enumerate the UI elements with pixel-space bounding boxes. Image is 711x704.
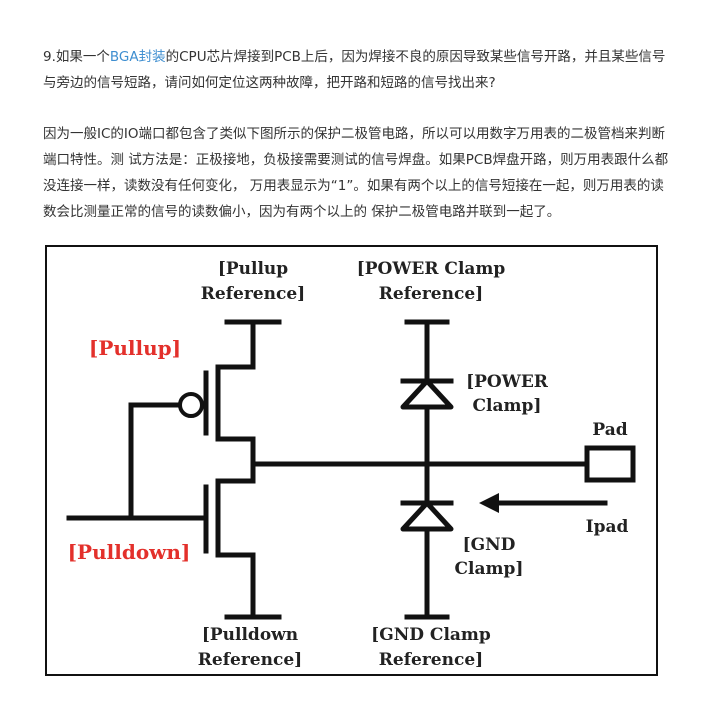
pad-label: Pad (592, 420, 627, 440)
ipad-label: Ipad (586, 517, 629, 537)
circuit-diagram: [Pullup Reference] [POWER Clamp Referenc… (66, 259, 636, 670)
question-paragraph: 9.如果一个BGA封装的CPU芯片焊接到PCB上后，因为焊接不良的原因导致某些信… (43, 44, 673, 96)
gnd-clamp-reference-label-line1: [GND Clamp (371, 625, 491, 645)
pulldown-label: [Pulldown] (68, 540, 191, 564)
power-clamp-label-line1: [POWER (466, 372, 549, 392)
answer-paragraph: 因为一般IC的IO端口都包含了类似下图所示的保护二极管电路，所以可以用数字万用表… (43, 126, 669, 220)
pulldown-reference-label-line1: [Pulldown (202, 625, 298, 645)
pullup-label: [Pullup] (89, 336, 181, 360)
gnd-clamp-label-line2: Clamp] (455, 559, 524, 579)
pulldown-reference-label-line2: Reference] (198, 650, 302, 670)
pullup-reference-label-line1: [Pullup (218, 259, 288, 279)
bga-package-link[interactable]: BGA封装 (109, 49, 166, 65)
question-prefix: 9.如果一个 (43, 49, 110, 65)
gnd-clamp-reference-label-line2: Reference] (379, 650, 483, 670)
question-suffix: 的CPU芯片焊接到PCB上后，因为焊接不良的原因导致某些信号开路，并且某些信号与… (43, 49, 666, 91)
power-clamp-label-line2: Clamp] (473, 396, 542, 416)
protection-diode-circuit-figure: [Pullup Reference] [POWER Clamp Referenc… (45, 245, 658, 676)
pullup-reference-label-line2: Reference] (201, 284, 305, 304)
gnd-clamp-label-line1: [GND (463, 535, 516, 555)
power-clamp-reference-label-line1: [POWER Clamp (357, 259, 506, 279)
power-clamp-reference-label-line2: Reference] (379, 284, 483, 304)
